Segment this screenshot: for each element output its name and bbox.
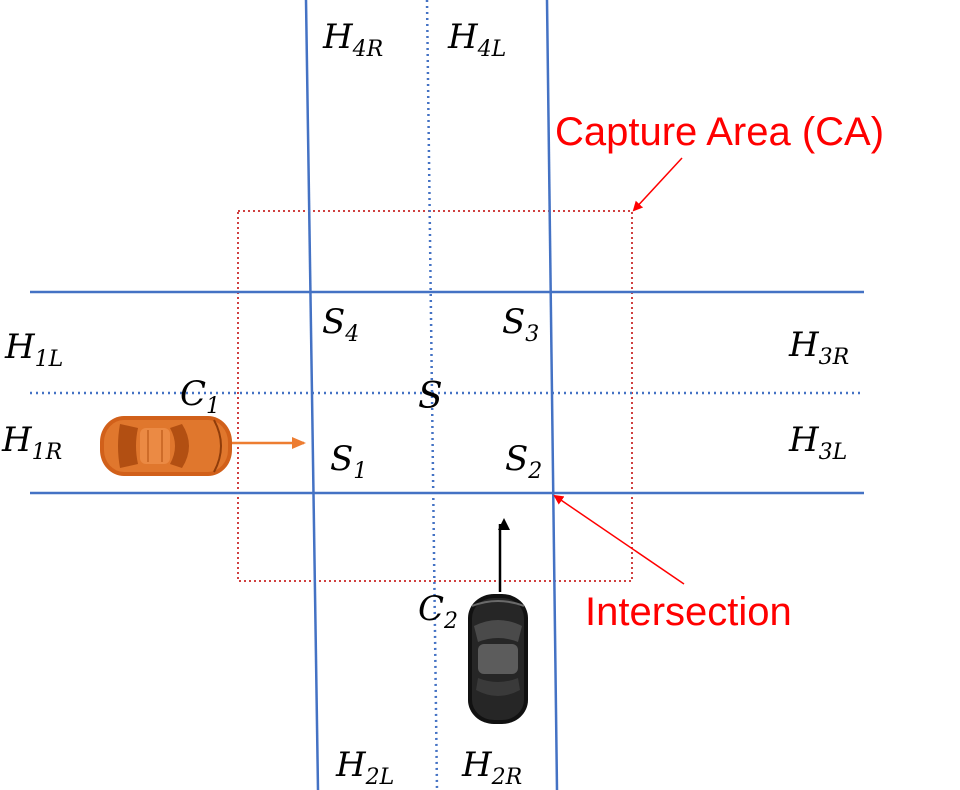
callout-intersection: Intersection: [585, 590, 792, 634]
segment-label-s4: S4: [322, 302, 359, 347]
lane-label-h4l: H4L: [447, 17, 506, 62]
callout-capture-area: Capture Area (CA): [555, 110, 884, 154]
callout-capture-area-pointer: [632, 157, 683, 212]
segment-label-s1: S1: [330, 439, 367, 484]
lane-label-h4r: H4R: [322, 17, 383, 62]
lane-label-h1r: H1R: [1, 420, 62, 465]
lane-label-h3l: H3L: [788, 420, 847, 465]
capture-area-box: [237, 210, 633, 582]
segment-label-s2: S2: [505, 439, 542, 484]
road-edge-left: [304, 0, 320, 790]
road-edge-right: [545, 0, 559, 790]
car-label-c1: C1: [180, 374, 220, 419]
lane-label-h1l: H1L: [4, 327, 63, 372]
lane-label-h3r: H3R: [788, 325, 849, 370]
segment-label-s3: S3: [502, 302, 539, 347]
lane-label-h2l: H2L: [335, 745, 394, 790]
car-label-c2: C2: [418, 589, 458, 634]
lane-label-h2r: H2R: [461, 745, 522, 790]
black-car-icon: [468, 594, 528, 724]
orange-car-icon: [100, 416, 232, 476]
callout-intersection-pointer: [553, 494, 685, 585]
segment-label-s: S: [418, 376, 443, 417]
